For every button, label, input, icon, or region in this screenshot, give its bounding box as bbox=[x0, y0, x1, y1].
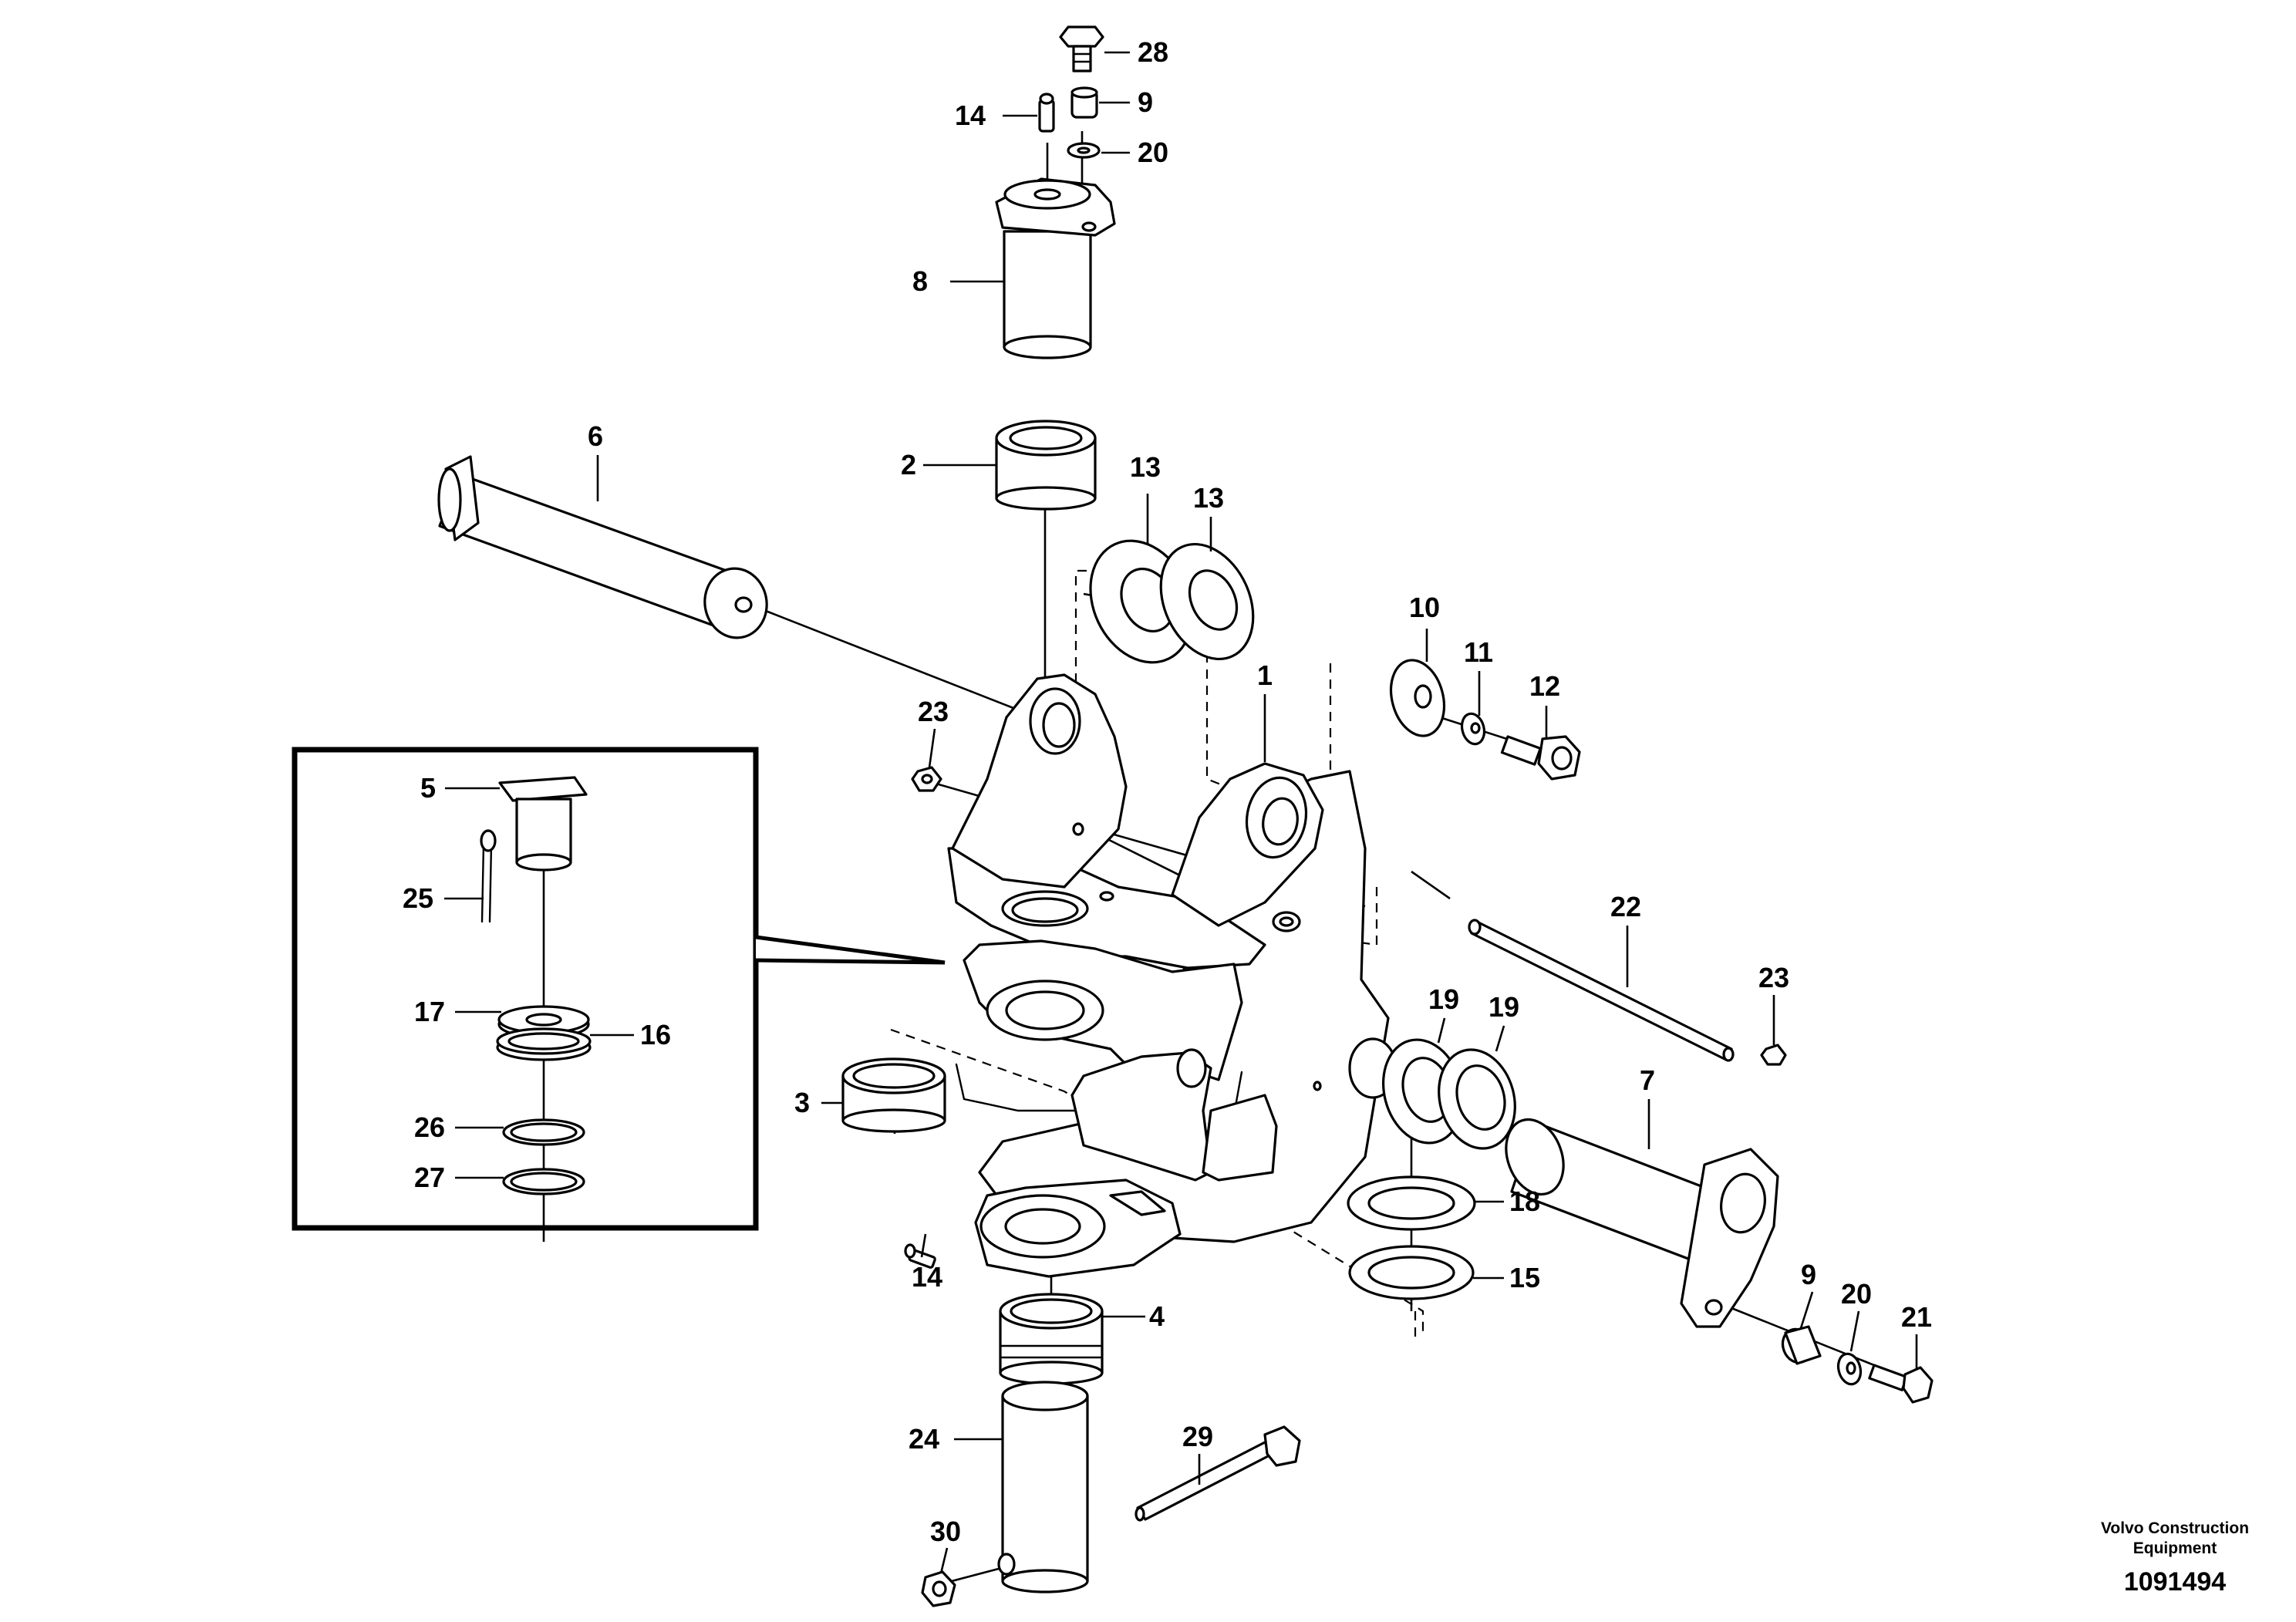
seal-16 bbox=[496, 1027, 592, 1061]
callout-24: 24 bbox=[909, 1423, 939, 1455]
shim-15 bbox=[1348, 1245, 1475, 1300]
callout-19-a: 19 bbox=[1428, 983, 1459, 1015]
callout-23-right: 23 bbox=[1758, 962, 1789, 993]
callout-25: 25 bbox=[403, 882, 433, 914]
pin-6 bbox=[437, 455, 768, 639]
callout-22: 22 bbox=[1610, 891, 1641, 922]
shim-13-b bbox=[1159, 542, 1255, 661]
callout-29: 29 bbox=[1182, 1421, 1213, 1452]
o-ring-27 bbox=[502, 1168, 585, 1195]
pin-24 bbox=[997, 1381, 1089, 1593]
callout-4: 4 bbox=[1149, 1300, 1165, 1332]
callout-20-bottom: 20 bbox=[1841, 1278, 1872, 1310]
bolt-21 bbox=[1868, 1364, 1934, 1404]
callout-10: 10 bbox=[1409, 592, 1440, 623]
callout-9-top: 9 bbox=[1138, 86, 1153, 118]
callout-23-left: 23 bbox=[918, 696, 949, 727]
callout-13-b: 13 bbox=[1193, 482, 1224, 514]
pin-7 bbox=[1505, 1118, 1779, 1328]
washer-20-top bbox=[1067, 142, 1101, 159]
spacer-9-top bbox=[1070, 86, 1098, 119]
callout-17: 17 bbox=[414, 996, 445, 1027]
bolt-29 bbox=[1135, 1425, 1301, 1522]
callout-3: 3 bbox=[794, 1087, 810, 1118]
bolt-12 bbox=[1500, 735, 1581, 781]
callout-13-a: 13 bbox=[1130, 451, 1161, 483]
pin-8 bbox=[995, 177, 1116, 359]
bushing-4 bbox=[999, 1293, 1104, 1385]
washer-10 bbox=[1389, 659, 1446, 737]
shim-18 bbox=[1347, 1175, 1476, 1231]
washer-20-bottom bbox=[1836, 1352, 1863, 1386]
title-block: Volvo Construction Equipment 1091494 bbox=[2101, 1519, 2249, 1597]
shim-19-b bbox=[1438, 1048, 1516, 1150]
callout-14-bottom: 14 bbox=[912, 1261, 942, 1293]
callout-16: 16 bbox=[640, 1019, 671, 1050]
bushing-3 bbox=[841, 1057, 946, 1133]
washer-11 bbox=[1460, 712, 1486, 746]
grease-nipple-14-bottom bbox=[904, 1243, 936, 1269]
nut-30 bbox=[921, 1570, 956, 1607]
drawing-number: 1091494 bbox=[2124, 1567, 2226, 1597]
callout-9-bottom: 9 bbox=[1801, 1259, 1816, 1290]
o-ring-26 bbox=[502, 1118, 585, 1146]
callout-1: 1 bbox=[1257, 659, 1273, 691]
callout-12: 12 bbox=[1529, 670, 1560, 702]
callout-20-top: 20 bbox=[1138, 137, 1168, 168]
detail-inset bbox=[292, 747, 946, 1242]
callout-6: 6 bbox=[588, 420, 603, 452]
callout-19-b: 19 bbox=[1489, 991, 1519, 1023]
detail-inset-frame bbox=[292, 747, 759, 1231]
cotter-pin-25 bbox=[480, 829, 497, 923]
callout-15: 15 bbox=[1509, 1262, 1540, 1293]
nut-23-left bbox=[911, 766, 942, 792]
callout-8: 8 bbox=[912, 265, 928, 297]
callout-7: 7 bbox=[1640, 1064, 1655, 1096]
bolt-28 bbox=[1059, 25, 1104, 73]
spacer-9-bottom bbox=[1781, 1325, 1822, 1365]
pin-5 bbox=[498, 776, 588, 872]
callout-14-top: 14 bbox=[955, 99, 986, 131]
grease-nipple-14-top bbox=[1038, 93, 1055, 133]
callout-28: 28 bbox=[1138, 36, 1168, 68]
rod-22 bbox=[1468, 919, 1735, 1062]
callout-26: 26 bbox=[414, 1111, 445, 1143]
brand-line-2: Equipment bbox=[2133, 1539, 2217, 1557]
callout-11: 11 bbox=[1464, 636, 1493, 668]
bushing-2 bbox=[995, 420, 1097, 511]
callout-leaders bbox=[444, 51, 1918, 1574]
brand-line-1: Volvo Construction bbox=[2101, 1519, 2249, 1537]
callout-labels: 28 9 20 14 8 2 6 13 13 1 10 11 12 23 22 … bbox=[403, 36, 1932, 1547]
callout-21: 21 bbox=[1901, 1301, 1932, 1333]
callout-2: 2 bbox=[901, 449, 916, 481]
housing-1 bbox=[947, 673, 1397, 1278]
callout-18: 18 bbox=[1509, 1185, 1540, 1217]
callout-30: 30 bbox=[930, 1516, 961, 1547]
nut-23-right bbox=[1760, 1044, 1787, 1066]
callout-27: 27 bbox=[414, 1162, 445, 1193]
callout-5: 5 bbox=[420, 772, 436, 804]
